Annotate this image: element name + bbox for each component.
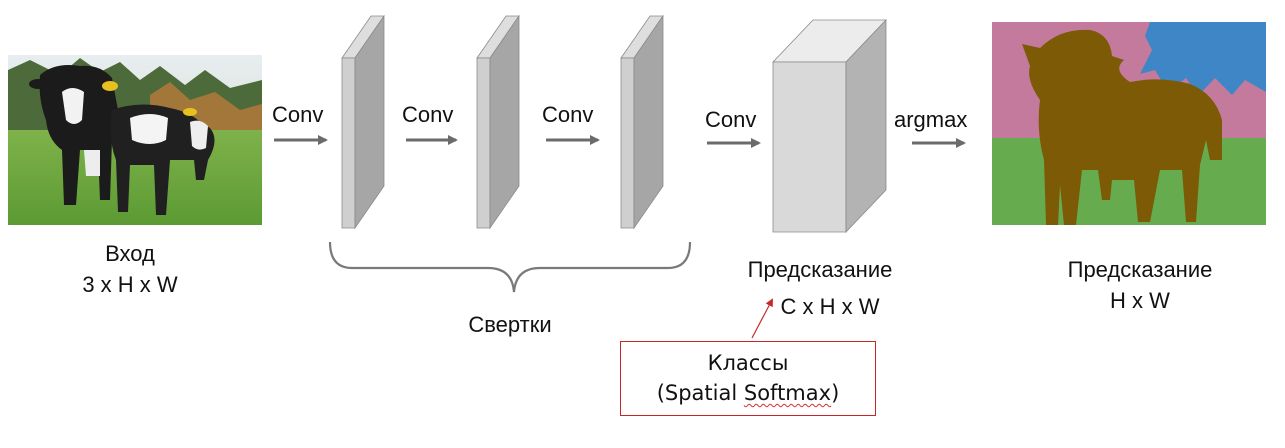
conv-label-1: Conv <box>272 102 324 127</box>
input-dims: 3 x H x W <box>82 272 178 297</box>
conv-layer-1 <box>341 14 385 230</box>
conv-layer-2 <box>476 14 520 230</box>
note-prefix: (Spatial <box>656 381 744 405</box>
convolutions-brace <box>328 241 692 293</box>
prediction-scores-title: Предсказание <box>747 257 893 282</box>
note-line-2: (Spatial Softmax) <box>621 378 875 408</box>
prediction-mask-title: Предсказание <box>1067 257 1213 282</box>
classes-note-box: Классы (Spatial Softmax) <box>620 341 876 416</box>
note-pointer <box>751 298 773 339</box>
argmax-label: argmax <box>894 107 968 132</box>
prediction-block <box>772 19 887 233</box>
prediction-scores-dims: C x H x W <box>780 294 880 319</box>
note-softmax-word: Softmax <box>743 381 832 405</box>
convolutions-label: Свертки <box>468 312 552 337</box>
input-title: Вход <box>105 241 155 266</box>
conv-label-2: Conv <box>402 102 454 127</box>
conv-layer-3 <box>620 14 664 230</box>
note-suffix: ) <box>831 381 840 405</box>
conv-label-3: Conv <box>542 102 594 127</box>
segmentation-mask <box>992 22 1266 226</box>
conv-label-4: Conv <box>705 107 757 132</box>
prediction-mask-dims: H x W <box>1110 288 1170 313</box>
arrows <box>274 135 966 148</box>
input-photo <box>8 55 262 225</box>
note-line-1: Классы <box>707 351 789 375</box>
